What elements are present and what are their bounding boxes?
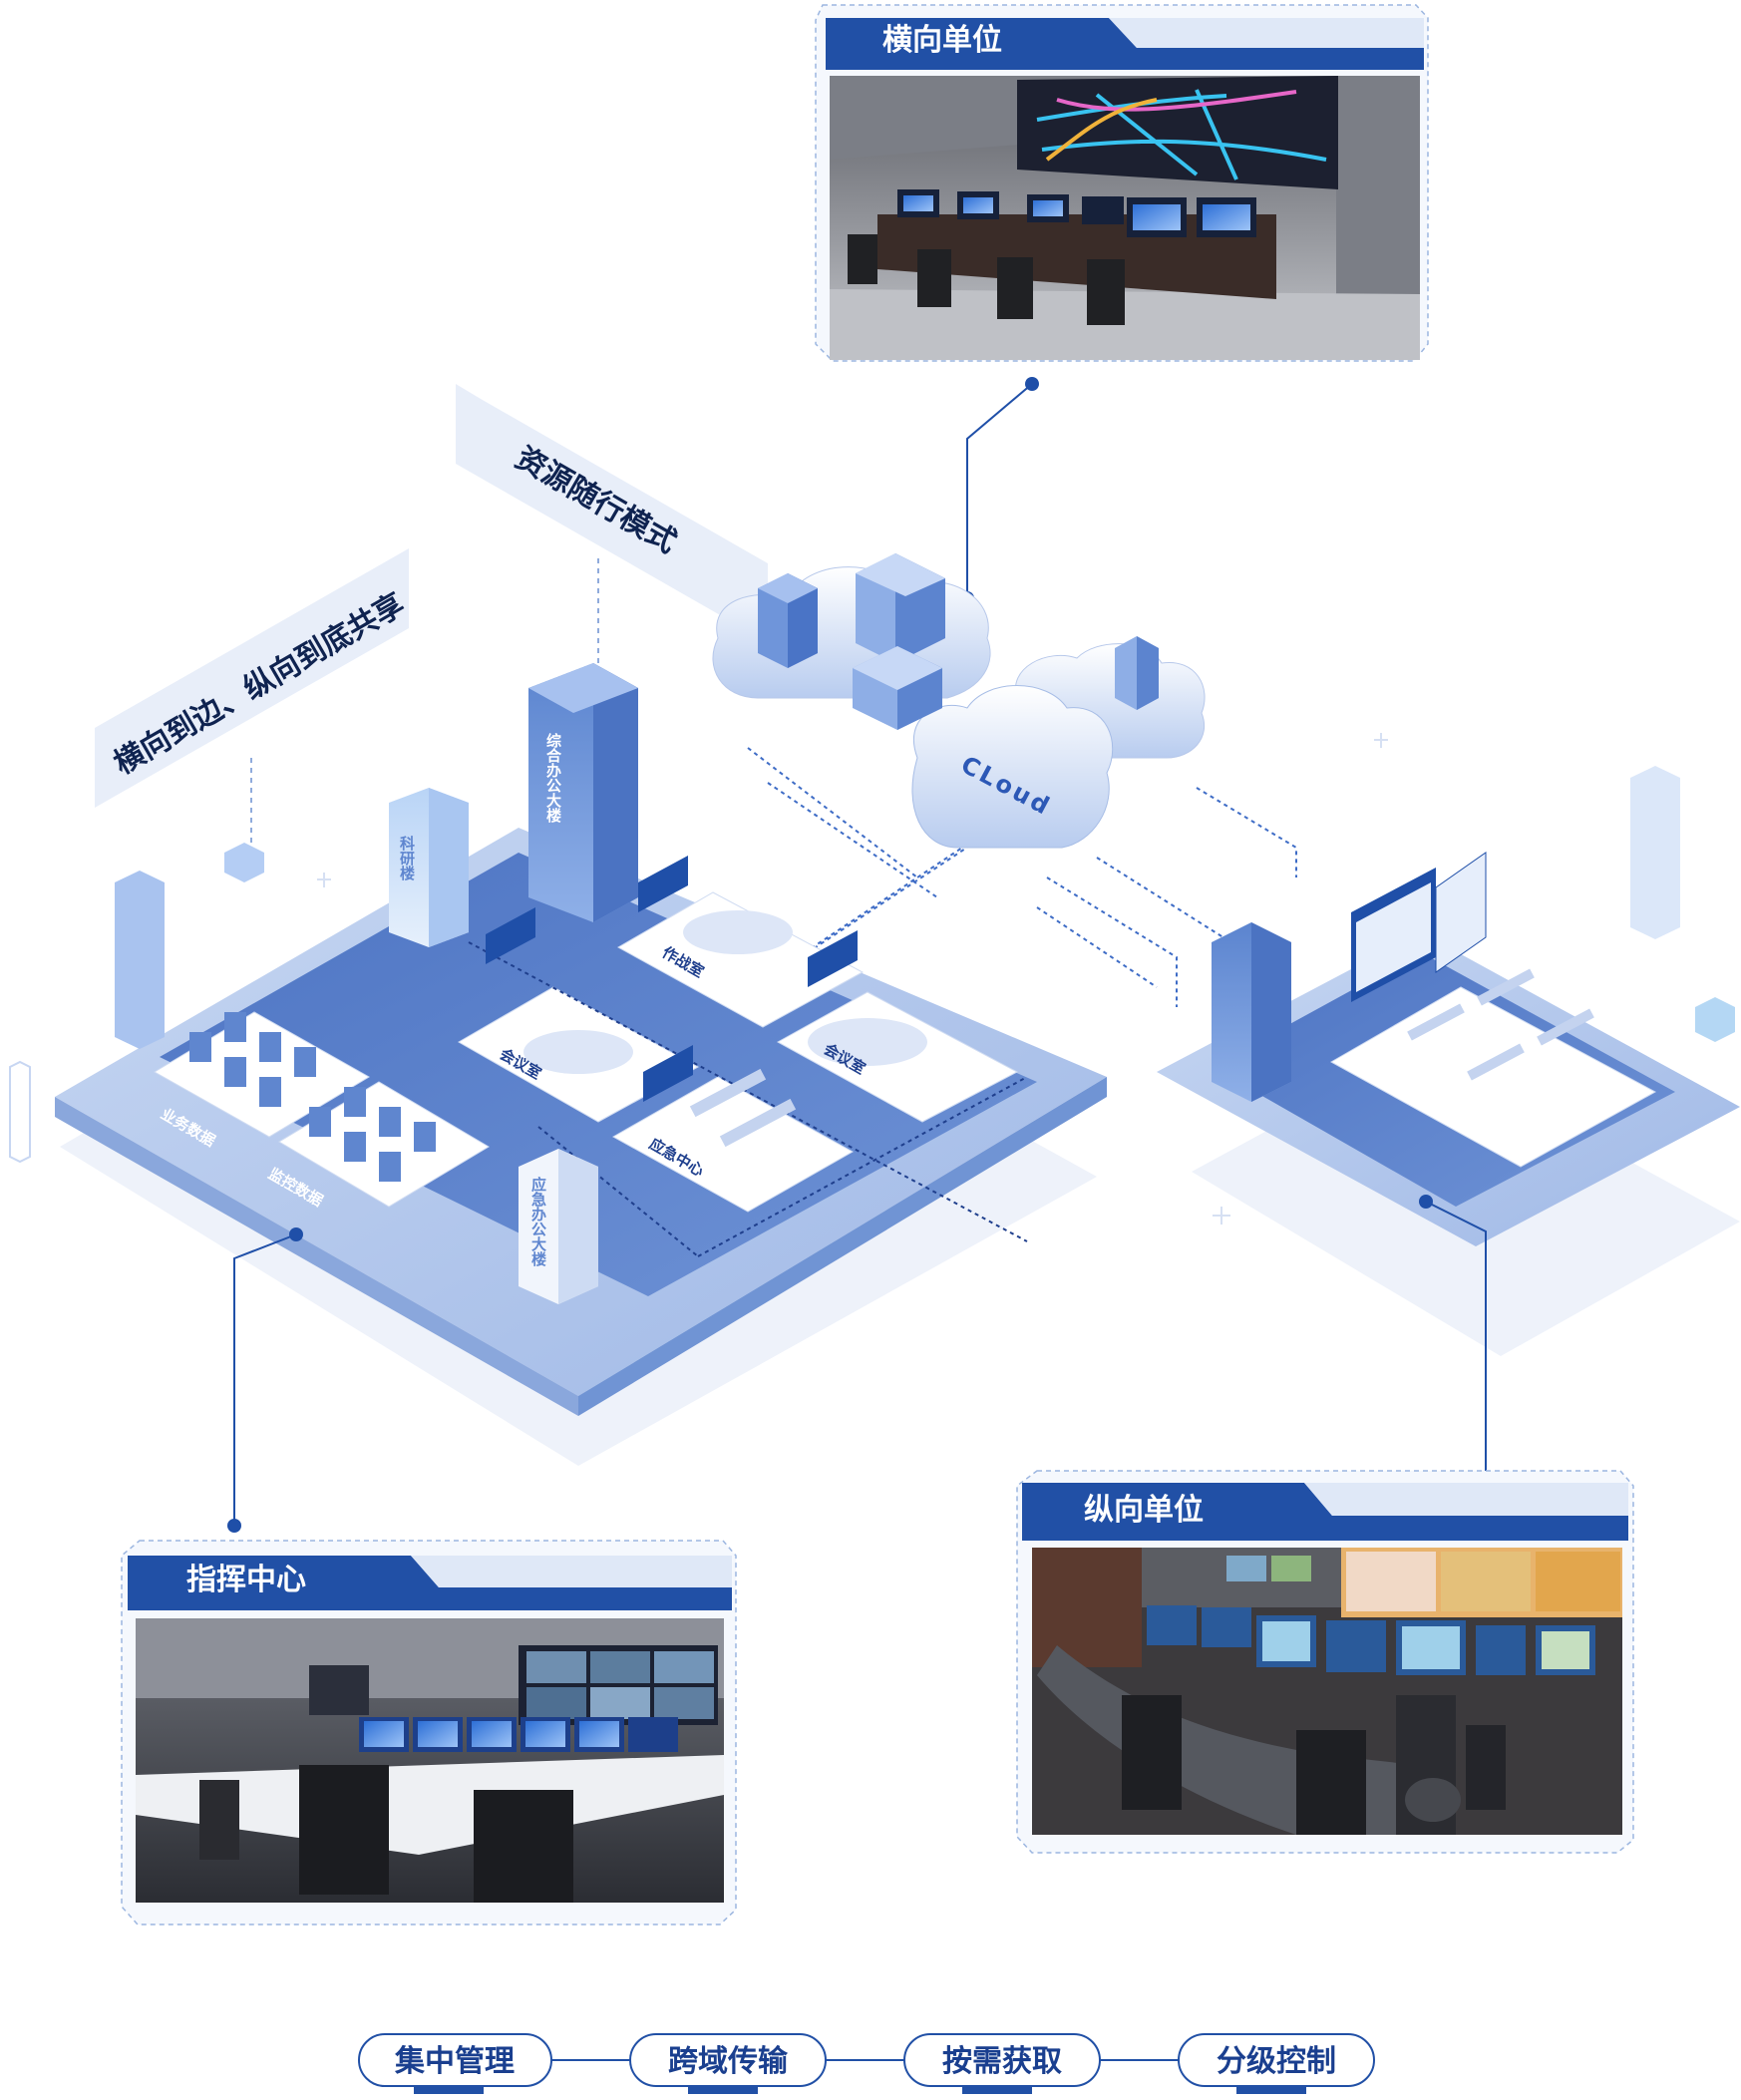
cloud-building-3 — [853, 646, 942, 730]
top-panel-title: 横向单位 — [882, 23, 1002, 58]
right-iso-platform — [1157, 766, 1740, 1356]
feature-pill-3: 按需获取 — [903, 2033, 1101, 2094]
left-iso-platform: 综合办公大楼 科研楼 应急办公大楼 作战室 会议室 会议室 应急中心 业务数据 … — [9, 663, 1107, 1466]
top-unit-panel: 横向单位 — [815, 4, 1429, 362]
research-tower — [389, 788, 469, 947]
monitoring-data-servers — [309, 1087, 436, 1182]
feature-label-1: 集中管理 — [394, 2044, 515, 2079]
feature-flow: 集中管理 跨域传输 按需获取 分级控制 — [358, 2033, 1375, 2094]
sharing-banner: 横向到边、纵向到底共享 — [95, 548, 411, 848]
right-screens — [1351, 852, 1487, 1002]
cloud-cluster: CLoud — [712, 553, 1297, 1007]
cloud-building-2 — [856, 553, 945, 663]
vertical-unit-title: 纵向单位 — [1084, 1493, 1204, 1528]
feature-pill-4: 分级控制 — [1178, 2033, 1375, 2094]
platform-screens — [486, 856, 858, 1102]
decor-plus-marks — [317, 733, 1388, 1225]
business-data-servers — [189, 1012, 316, 1107]
cloud-building-4 — [1115, 636, 1159, 710]
cloud-building-1 — [758, 573, 818, 668]
emergency-tower-label: 应急办公大楼 — [529, 1176, 547, 1267]
sharing-label: 横向到边、纵向到底共享 — [109, 587, 411, 782]
office-tower — [528, 663, 638, 922]
command-center-title: 指挥中心 — [186, 1563, 306, 1597]
command-center-panel: 指挥中心 — [121, 1540, 737, 1925]
feature-label-3: 按需获取 — [942, 2044, 1062, 2079]
feature-pill-2: 跨域传输 — [629, 2033, 827, 2094]
feature-pill-1: 集中管理 — [358, 2033, 552, 2094]
emergency-tower — [519, 1149, 598, 1304]
feature-label-2: 跨域传输 — [668, 2044, 789, 2079]
office-tower-label: 综合办公大楼 — [544, 732, 562, 824]
command-center-photo — [136, 1618, 724, 1903]
feature-label-4: 分级控制 — [1217, 2044, 1336, 2079]
vertical-unit-panel: 纵向单位 — [1016, 1470, 1634, 1854]
top-control-room-photo — [830, 76, 1420, 360]
research-tower-label: 科研楼 — [398, 835, 416, 881]
vertical-unit-photo — [1032, 1548, 1622, 1835]
